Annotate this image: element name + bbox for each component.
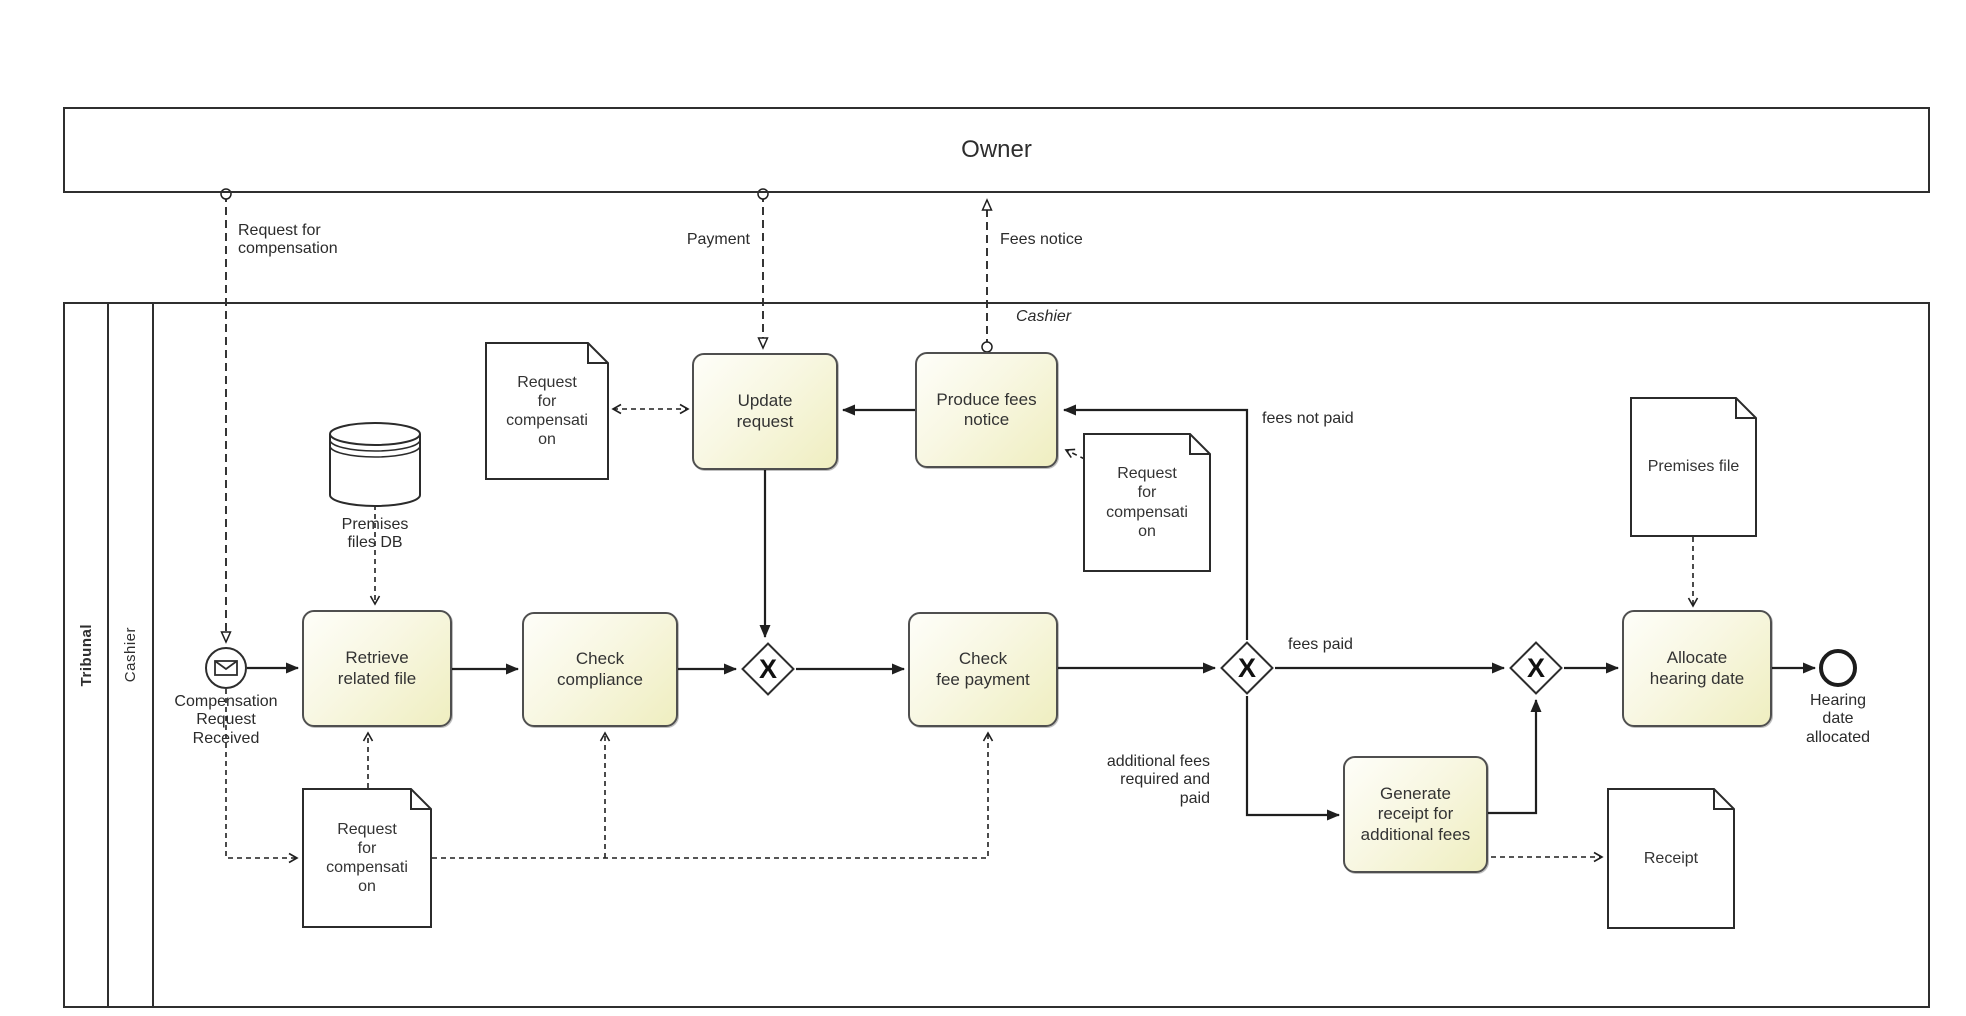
pool-tribunal[interactable]: Tribunal Cashier — [63, 302, 1930, 1008]
data-object-request-top[interactable]: Request for compensati on — [485, 342, 609, 480]
flow-label-additional-fees: additional fees required and paid — [1106, 753, 1210, 807]
task-check-compliance[interactable]: Check compliance — [522, 612, 678, 727]
gateway-xor-2[interactable]: X — [1219, 640, 1275, 696]
data-object-label: Request for compensati on — [506, 373, 588, 449]
document-shape-icon — [302, 788, 432, 928]
lane-cashier-watermark: Cashier — [1016, 308, 1072, 325]
message-flows — [226, 194, 987, 642]
message-label-fees-notice: Fees notice — [1000, 231, 1083, 248]
start-event-label: Compensation Request Received — [174, 693, 278, 747]
task-retrieve-related-file[interactable]: Retrieve related file — [302, 610, 452, 727]
lane-cashier-header[interactable]: Cashier — [109, 304, 154, 1006]
pool-owner[interactable]: Owner — [63, 107, 1930, 193]
data-object-label: Request for compensati on — [326, 820, 408, 896]
sequence-flows — [247, 404, 1816, 821]
flow-label-fees-paid: fees paid — [1288, 636, 1353, 653]
pool-tribunal-label: Tribunal — [77, 623, 95, 687]
document-shape-icon — [1630, 397, 1757, 537]
data-object-label: Premises file — [1647, 458, 1740, 476]
data-store-premises-db[interactable] — [328, 420, 422, 508]
gateway-x-symbol: X — [758, 653, 777, 684]
task-produce-fees-notice[interactable]: Produce fees notice — [915, 352, 1058, 468]
data-associations — [225, 403, 1699, 864]
data-object-request-bottom[interactable]: Request for compensati on — [302, 788, 432, 928]
document-shape-icon — [1083, 433, 1211, 572]
document-shape-icon — [485, 342, 609, 480]
data-object-receipt[interactable]: Receipt — [1607, 788, 1735, 929]
data-object-label: Request for compensati on — [1106, 465, 1188, 540]
task-generate-receipt[interactable]: Generate receipt for additional fees — [1343, 756, 1488, 873]
document-shape-icon — [1607, 788, 1735, 929]
data-object-request-right[interactable]: Request for compensati on — [1083, 433, 1211, 572]
gateway-x-symbol: X — [1526, 652, 1545, 683]
data-object-premises-file[interactable]: Premises file — [1630, 397, 1757, 537]
data-object-label: Receipt — [1643, 849, 1699, 867]
end-event-label: Hearing date allocated — [1805, 692, 1871, 746]
pool-tribunal-header[interactable]: Tribunal — [65, 304, 109, 1006]
start-event-message[interactable] — [205, 647, 247, 689]
lane-cashier-label: Cashier — [122, 627, 139, 683]
task-update-request[interactable]: Update request — [692, 353, 838, 470]
flow-label-fees-not-paid: fees not paid — [1262, 410, 1354, 427]
gateway-xor-1[interactable]: X — [740, 641, 796, 697]
gateway-x-symbol: X — [1237, 652, 1256, 683]
message-label-payment: Payment — [686, 231, 750, 248]
pool-owner-label: Owner — [961, 136, 1032, 163]
message-label-request-for-compensation: Request for compensation — [238, 222, 338, 258]
message-envelope-icon — [214, 660, 238, 676]
end-event[interactable] — [1819, 649, 1857, 687]
database-cylinder-icon — [329, 422, 421, 507]
data-store-label: Premises files DB — [341, 516, 409, 552]
task-allocate-hearing-date[interactable]: Allocate hearing date — [1622, 610, 1772, 727]
task-check-fee-payment[interactable]: Check fee payment — [908, 612, 1058, 727]
gateway-xor-3[interactable]: X — [1508, 640, 1564, 696]
